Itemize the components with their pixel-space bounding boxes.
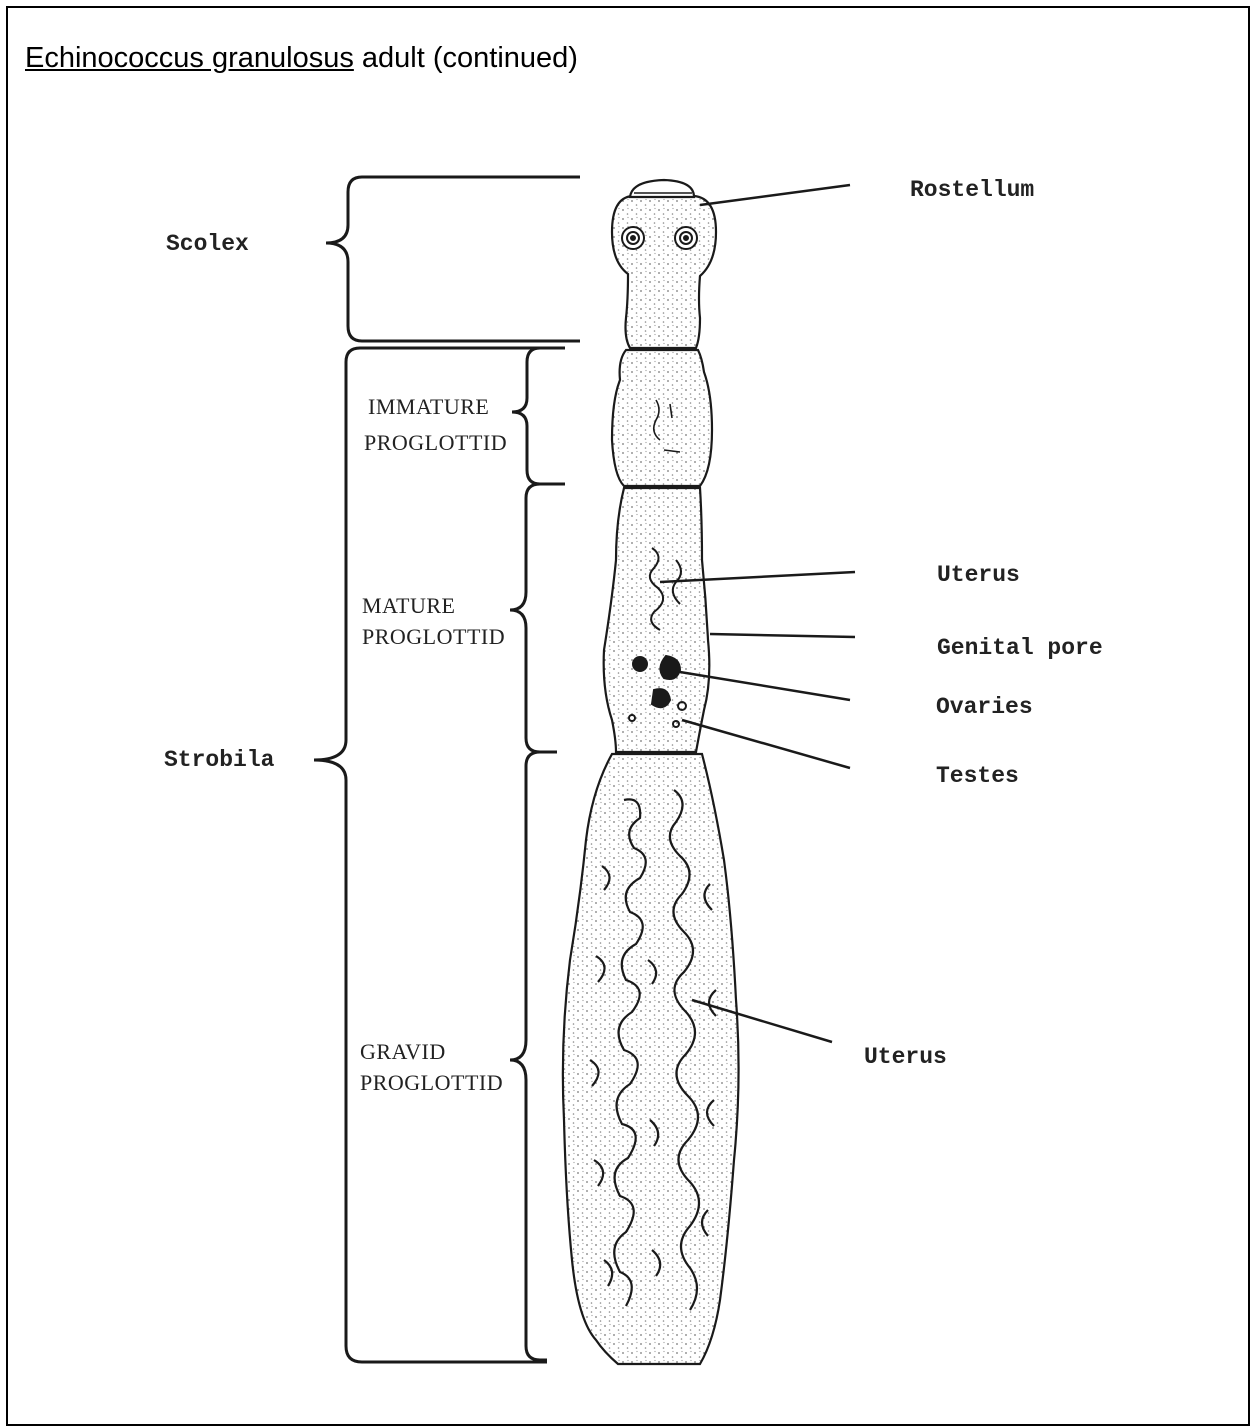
- immature-label-line2: PROGLOTTID: [364, 430, 507, 455]
- rostellum-pointer: [700, 185, 850, 205]
- genital-pore-label: Genital pore: [937, 635, 1103, 661]
- genital-pore-pointer: [710, 634, 855, 637]
- worm-body: [563, 180, 739, 1364]
- uterus-gravid-label: Uterus: [864, 1044, 947, 1070]
- strobila-label: Strobila: [164, 747, 275, 773]
- mature-bracket: [510, 484, 565, 752]
- gravid-label-line1: GRAVID: [360, 1039, 446, 1064]
- immature-bracket: [512, 348, 565, 484]
- mature-label-line2: PROGLOTTID: [362, 624, 505, 649]
- scolex: [612, 196, 716, 348]
- rostellum: [630, 180, 694, 197]
- gravid-proglottid: [563, 754, 739, 1364]
- gravid-bracket: [510, 752, 557, 1360]
- testes-label: Testes: [936, 763, 1019, 789]
- uterus-mature-label: Uterus: [937, 562, 1020, 588]
- gravid-label-line2: PROGLOTTID: [360, 1070, 503, 1095]
- mature-label-line1: MATURE: [362, 593, 455, 618]
- scolex-bracket: [326, 177, 580, 341]
- testes-pointer: [682, 720, 850, 768]
- immature-label-line1: IMMATURE: [368, 394, 489, 419]
- mature-proglottid: [604, 488, 710, 752]
- immature-proglottid: [612, 350, 712, 486]
- scolex-label: Scolex: [166, 231, 249, 257]
- rostellum-label: Rostellum: [910, 177, 1034, 203]
- ovaries-label: Ovaries: [936, 694, 1033, 720]
